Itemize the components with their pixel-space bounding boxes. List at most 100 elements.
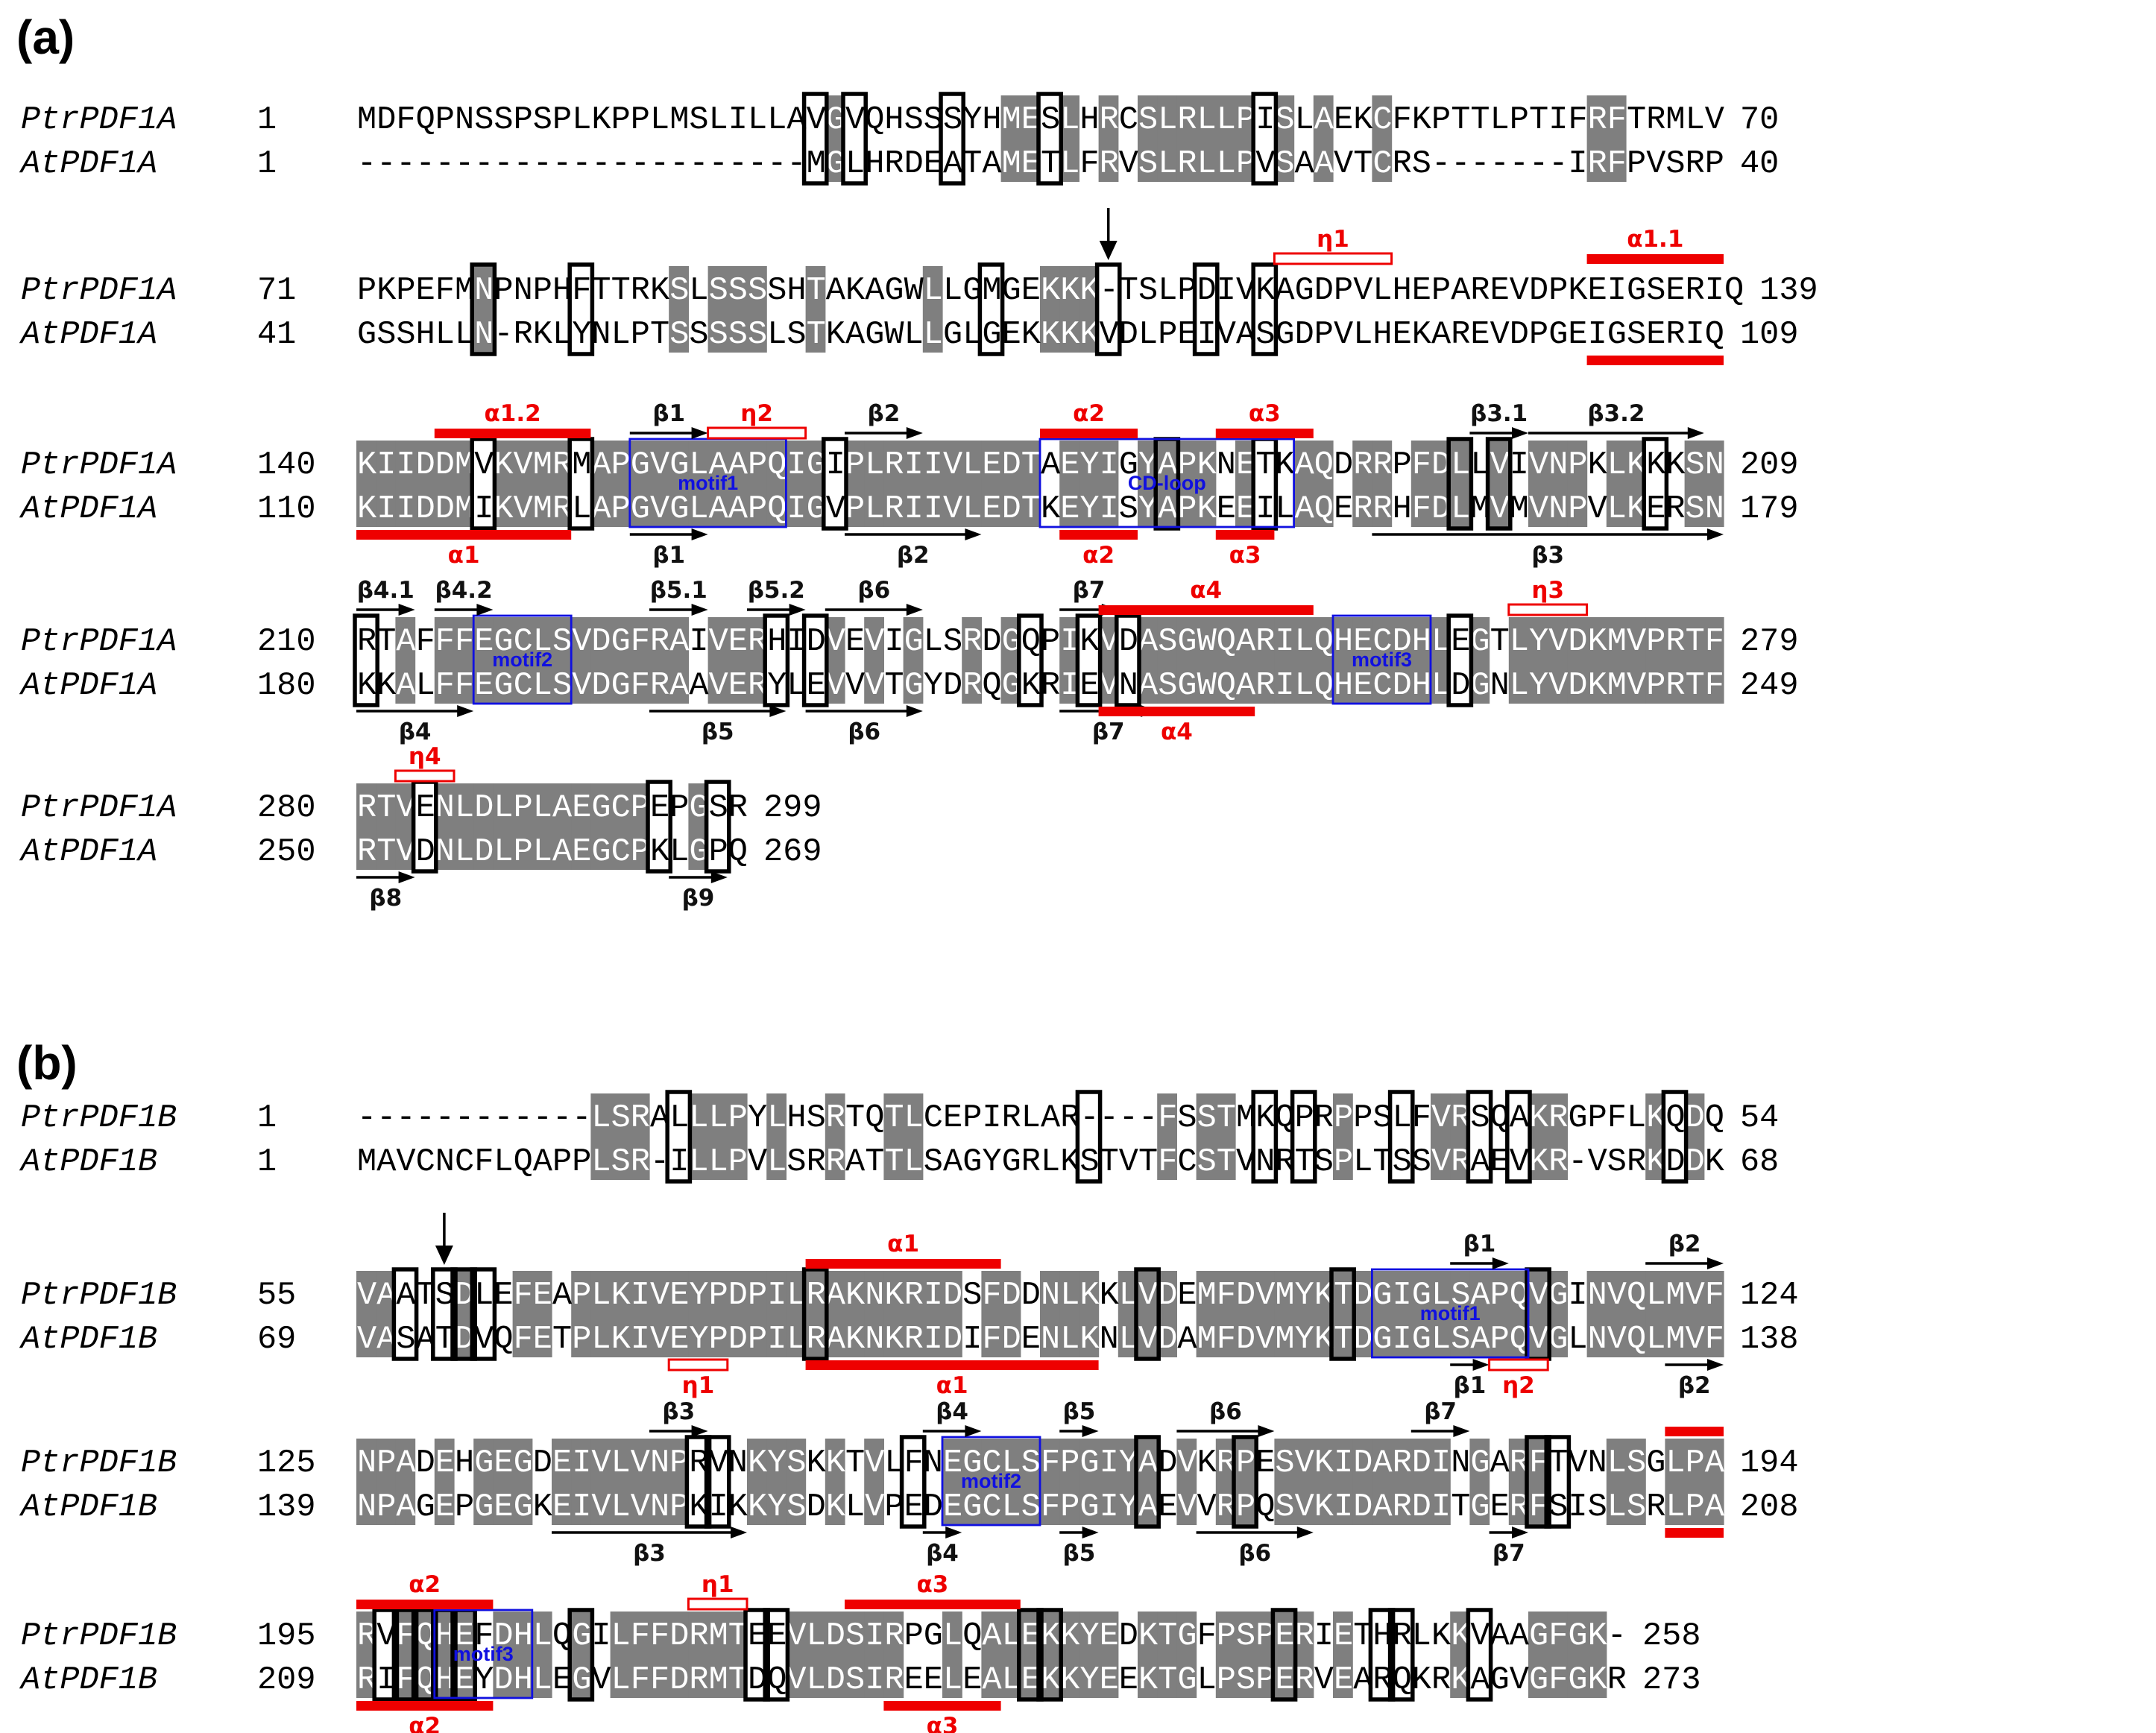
residue: P	[514, 834, 533, 871]
identity-cell	[512, 1612, 533, 1698]
residue: A	[376, 1144, 397, 1181]
residue: L	[767, 102, 787, 139]
residue: V	[826, 491, 845, 528]
residue: I	[1431, 1489, 1451, 1526]
boxed-residue	[801, 1267, 829, 1361]
residue: P	[709, 1322, 728, 1358]
residue: Y	[572, 317, 591, 353]
motif-box	[1331, 614, 1432, 705]
identity-cell	[1040, 266, 1060, 353]
residue: D	[1353, 1322, 1372, 1358]
boxed-residue	[1446, 437, 1474, 531]
ss-label: η1	[702, 1571, 734, 1598]
residue: S	[1041, 102, 1060, 139]
residue: P	[376, 1445, 396, 1482]
residue: E	[494, 1445, 513, 1482]
identity-cell	[1196, 1271, 1217, 1357]
residue: I	[1275, 668, 1294, 704]
residue: S	[1177, 1100, 1197, 1137]
residue: R	[1393, 146, 1412, 183]
residue: R	[1548, 1100, 1568, 1137]
residue: N	[474, 273, 494, 309]
residue: V	[1627, 624, 1646, 660]
identity-cell	[1606, 441, 1627, 527]
residue: K	[1665, 447, 1686, 484]
residue: Q	[767, 447, 787, 484]
identity-cell	[1059, 441, 1079, 527]
ss-label: α3	[927, 1713, 959, 1733]
identity-cell	[434, 617, 455, 704]
identity-cell	[962, 441, 982, 527]
residue: M	[709, 1618, 728, 1655]
residue: Y	[474, 1662, 494, 1699]
residue: K	[1041, 317, 1061, 353]
motif-label: motif2	[961, 1470, 1021, 1492]
sequence-name: AtPDF1B	[19, 1144, 157, 1181]
residue: S	[767, 273, 787, 309]
residue: K	[1060, 317, 1080, 353]
identity-cell	[1489, 441, 1510, 527]
ss-label: β5.2	[748, 577, 805, 604]
identity-cell	[532, 617, 552, 704]
residue: A	[689, 668, 709, 704]
sequence-name: AtPDF1B	[19, 1322, 157, 1358]
residue: G	[1177, 668, 1197, 704]
residue: V	[1119, 146, 1138, 183]
residue: T	[552, 1322, 572, 1358]
identity-cell	[845, 1271, 865, 1357]
ss-label: β2	[1668, 1231, 1701, 1257]
residue: K	[1138, 1662, 1159, 1699]
residue: I	[982, 1100, 1001, 1137]
identity-cell	[629, 1093, 650, 1180]
residue: W	[904, 273, 924, 309]
residue: I	[376, 491, 396, 528]
residue: E	[845, 624, 865, 660]
identity-cell	[1138, 95, 1158, 182]
residue: A	[1470, 1144, 1490, 1181]
residue: F	[650, 1618, 669, 1655]
residue: R	[1314, 1100, 1334, 1137]
residue: D	[1529, 273, 1548, 309]
residue: P	[1217, 1662, 1236, 1699]
residue: A	[1451, 273, 1471, 309]
residue: I	[396, 447, 415, 484]
residue: I	[631, 1322, 650, 1358]
residue: E	[728, 668, 748, 704]
residue: P	[1060, 1445, 1079, 1482]
motif-label: motif1	[678, 472, 738, 494]
sequence-name: PtrPDF1B	[21, 1100, 177, 1137]
residue: K	[1705, 1144, 1725, 1181]
helix-bar	[356, 1600, 494, 1609]
boxed-residue	[763, 1608, 790, 1702]
residue: V	[865, 668, 884, 704]
residue: D	[1568, 668, 1587, 704]
boxed-residue	[939, 92, 965, 186]
residue: M	[357, 102, 376, 139]
residue: I	[962, 1322, 982, 1358]
identity-cell	[1176, 1439, 1197, 1525]
residue: R	[1686, 273, 1705, 309]
residue: -	[728, 146, 748, 183]
residue: K	[357, 668, 377, 704]
residue: V	[1255, 1322, 1275, 1358]
ss-label: β1	[652, 400, 685, 427]
identity-cell	[805, 266, 826, 353]
residue: A	[1314, 102, 1334, 139]
residue: Y	[1079, 447, 1099, 484]
helix-bar	[1059, 530, 1138, 540]
residue: F	[631, 1662, 650, 1699]
residue: S	[924, 1144, 943, 1181]
ss-label: α2	[1082, 542, 1115, 569]
identity-cell	[1450, 1271, 1470, 1357]
residue: E	[1275, 1618, 1294, 1655]
residue: G	[1568, 1100, 1587, 1137]
identity-cell	[669, 266, 689, 353]
residue: S	[904, 102, 924, 139]
residue: R	[884, 491, 904, 528]
start-position: 125	[257, 1445, 315, 1482]
ss-label: β6	[848, 719, 880, 745]
residue: W	[884, 317, 904, 353]
boxed-residue	[1466, 1090, 1493, 1184]
residue: G	[1470, 624, 1490, 660]
